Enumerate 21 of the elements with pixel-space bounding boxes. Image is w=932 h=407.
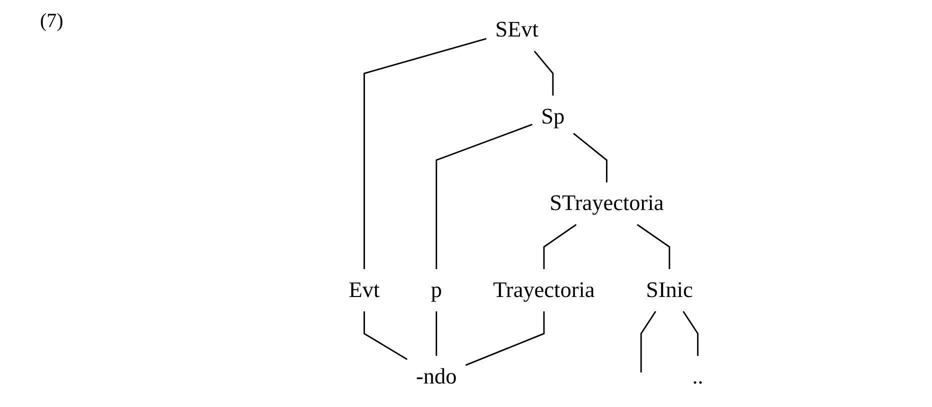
node-text: Trayectoria bbox=[493, 278, 595, 302]
connector bbox=[436, 124, 532, 270]
connector bbox=[640, 310, 656, 373]
connector bbox=[682, 310, 698, 356]
node-text: p bbox=[430, 278, 442, 302]
node-text: Sp bbox=[541, 104, 565, 129]
connector bbox=[573, 132, 608, 182]
connector bbox=[543, 224, 576, 270]
connector bbox=[534, 50, 554, 96]
example-number: (7) bbox=[40, 10, 64, 33]
node-text: .. bbox=[692, 364, 704, 390]
connector bbox=[436, 311, 438, 356]
node-text: Evt bbox=[348, 278, 380, 302]
node-text: SEvt bbox=[495, 18, 538, 42]
connector bbox=[636, 224, 670, 270]
node-text: -ndo bbox=[416, 364, 457, 390]
node-text: SInic bbox=[646, 278, 693, 302]
connector bbox=[465, 311, 545, 366]
connector bbox=[363, 311, 408, 360]
node-text: STrayectoria bbox=[550, 191, 664, 216]
connector bbox=[363, 38, 486, 270]
